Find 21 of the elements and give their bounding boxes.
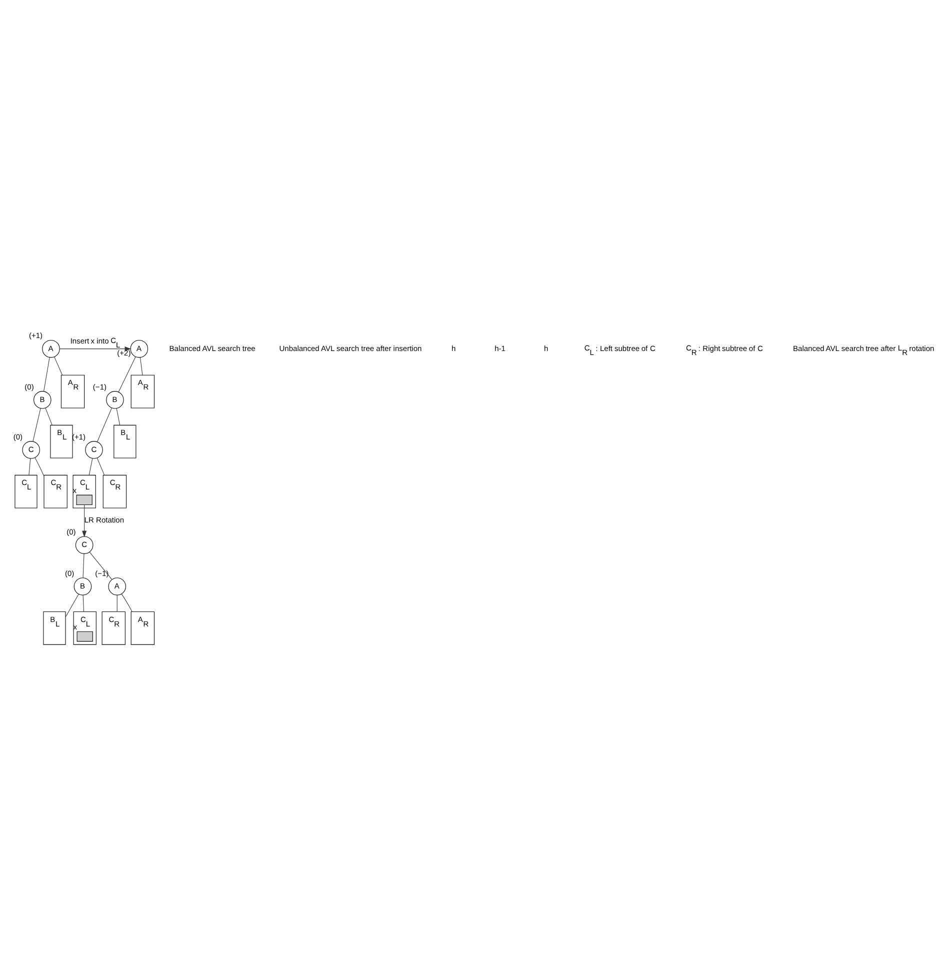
connector bbox=[88, 458, 93, 475]
connector bbox=[82, 553, 84, 578]
connector bbox=[82, 594, 84, 612]
node-box bbox=[76, 630, 93, 642]
connector bbox=[116, 594, 118, 612]
connector bbox=[45, 407, 52, 425]
connector bbox=[116, 408, 120, 425]
connector bbox=[65, 593, 79, 617]
connector bbox=[140, 356, 143, 375]
arrow bbox=[59, 346, 132, 351]
connector bbox=[28, 458, 31, 475]
connector bbox=[118, 356, 136, 392]
connector bbox=[121, 593, 132, 612]
connector bbox=[54, 356, 63, 375]
connector bbox=[96, 457, 105, 475]
node-box bbox=[76, 494, 92, 505]
connector bbox=[97, 407, 112, 442]
connector bbox=[32, 408, 41, 442]
connector bbox=[34, 456, 44, 476]
connector bbox=[44, 356, 50, 392]
arrow bbox=[82, 504, 87, 537]
